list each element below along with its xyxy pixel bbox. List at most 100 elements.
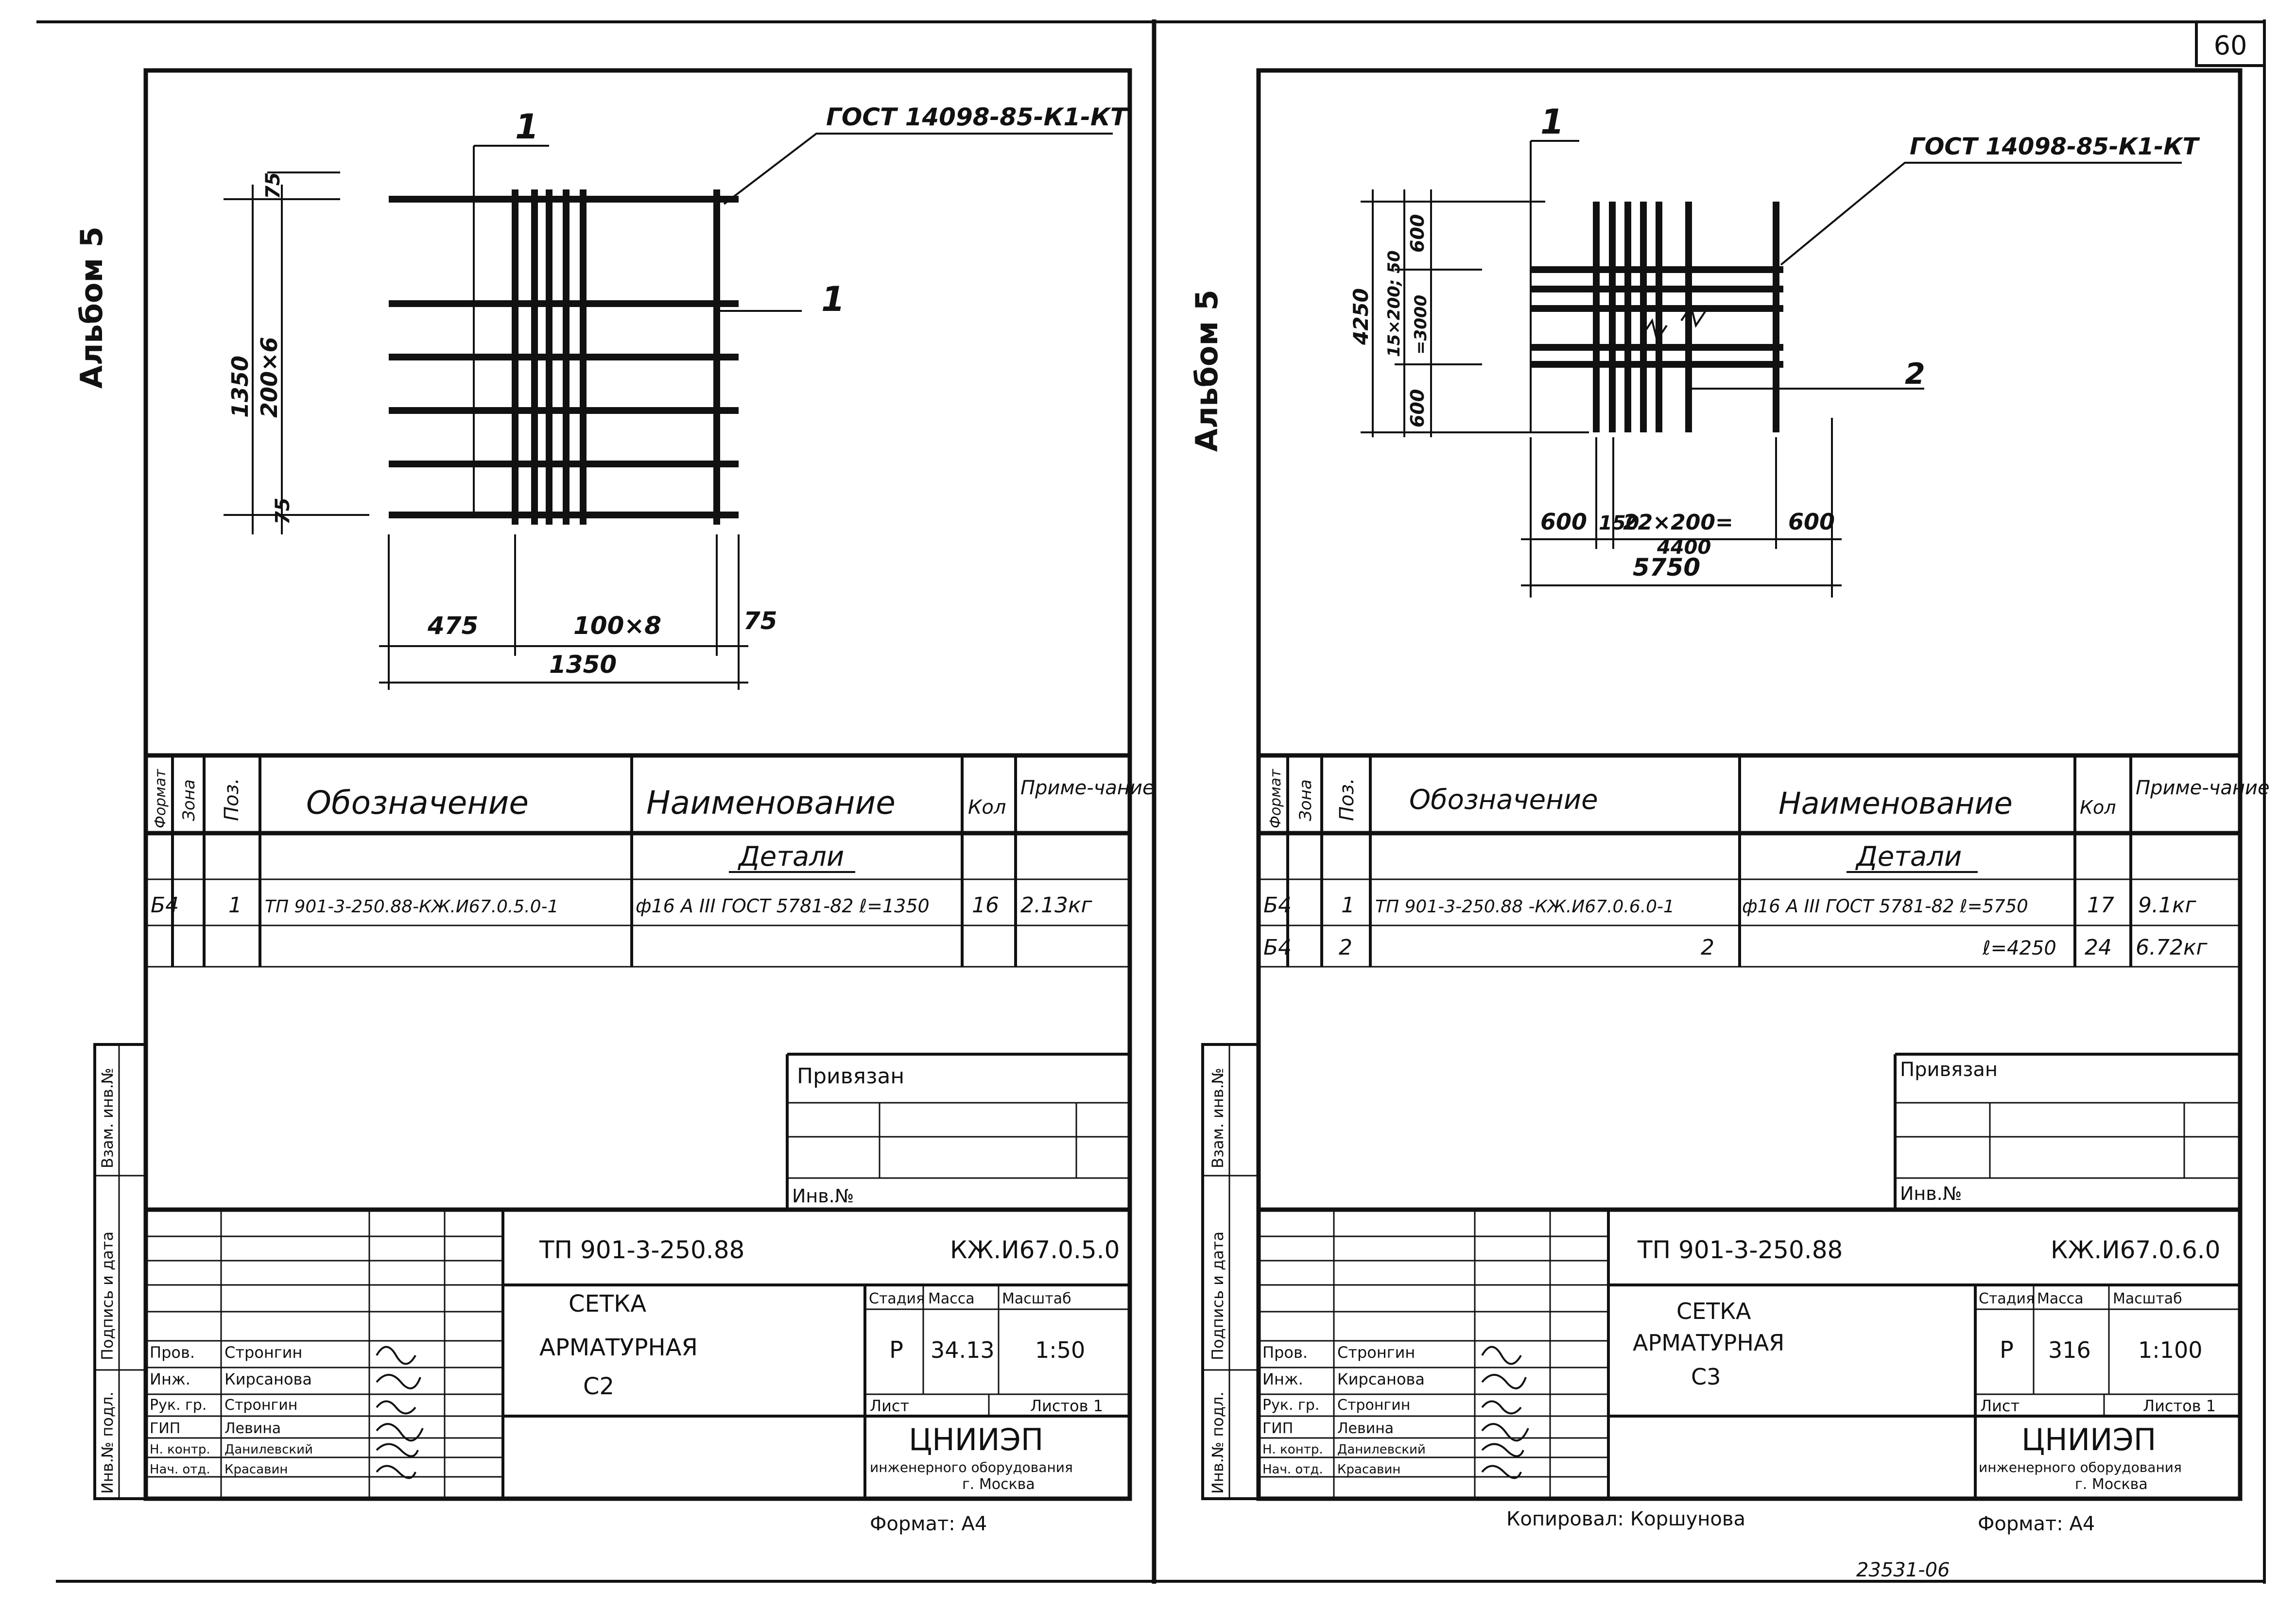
hdr-qty: Кол [2080,797,2116,818]
dim-h-spacing: 100×8 [573,612,661,640]
name-6: Красавин [1337,1462,1400,1477]
section-mark-top: 1 [1540,102,1564,142]
row-name: ф16 А III ГОСТ 5781-82 ℓ=1350 [636,895,930,917]
role-5: Н. контр. [1262,1442,1323,1457]
role-4: ГИП [150,1420,180,1437]
scale-value: 1:50 [1035,1337,1085,1363]
row-1-pos: 1 [1341,893,1355,918]
dim-v-top: 600 [1407,214,1428,253]
dim-h-right: 600 [1788,509,1835,535]
side-label-signature: Подпись и дата [1208,1232,1227,1360]
row-2-pos: 2 [1339,935,1352,960]
hdr-name: Наименование [646,784,896,821]
mass-label: Масса [2037,1290,2084,1307]
side-strip: Инв.№ подл. Подпись и дата Взам. инв.№ [93,1043,147,1500]
role-6: Нач. отд. [150,1462,210,1477]
mesh-drawing: 1 2 ГОСТ 14098-85-К1-КТ 4250 600 15×200;… [1349,102,2200,598]
role-2: Инж. [1262,1370,1303,1388]
name-3: Стронгин [1337,1397,1410,1414]
dim-h-gap: 150 [1599,512,1640,534]
title-line-3: С2 [583,1373,614,1400]
role-4: ГИП [1262,1420,1293,1437]
stage-label: Стадия [869,1290,925,1307]
name-4: Левина [1337,1420,1394,1437]
row-2-designation: 2 [1701,935,1714,960]
dim-h-right: 75 [743,607,777,635]
side-strip: Инв.№ подл. Подпись и дата Взам. инв.№ [1201,1043,1260,1500]
doc-code: ТП 901-3-250.88 [539,1236,744,1264]
dim-v-spacing: 15×200; 50 [1384,250,1404,357]
sheets-label: Листов 1 [1030,1397,1103,1415]
dim-v-top: 75 [262,172,284,199]
sheet-frame [143,68,1132,1501]
mass-value: 34.13 [931,1337,995,1363]
name-2: Кирсанова [1337,1370,1425,1388]
side-label-inv-podl: Инв.№ подл. [98,1391,117,1494]
org-sub: инженерного оборудования [1979,1459,2182,1475]
sheet-frame [1256,68,2243,1501]
row-1-note: 9.1кг [2138,893,2197,918]
dim-v-spacing-total: =3000 [1411,295,1431,355]
dim-v-total: 1350 [227,356,253,418]
section-mark-side: 2 [1905,357,1925,391]
sheet-2: Альбом 5 1 2 [1189,68,2270,1535]
org-city: г. Москва [2075,1476,2148,1493]
section-mark-side: 1 [821,279,845,319]
gost-label: ГОСТ 14098-85-К1-КТ [826,103,1129,131]
title-block: ТП 901-3-250.88 КЖ.И67.0.6.0 СЕТКА АРМАТ… [1259,1207,2240,1535]
spec-table: Формат Зона Поз. Обозначение Наименовани… [1259,753,2270,968]
row-pos: 1 [228,893,242,918]
name-3: Стронгин [224,1397,297,1414]
mass-label: Масса [928,1290,975,1307]
side-label-vzam: Взам. инв.№ [98,1068,117,1168]
title-line-2: АРМАТУРНАЯ [539,1334,698,1361]
stage-label: Стадия [1979,1290,2035,1307]
spec-table: Формат Зона Поз. Обозначение Наименовани… [146,753,1155,968]
row-2-name: ℓ=4250 [1982,937,2056,959]
page-number: 60 [2214,30,2247,61]
org-city: г. Москва [962,1476,1035,1493]
binding-label: Привязан [1900,1059,1998,1081]
row-note: 2.13кг [1020,893,1093,918]
title-line-1: СЕТКА [1676,1298,1751,1324]
stage-value: Р [889,1336,903,1364]
section-mark-top: 1 [515,107,539,147]
page-number-box: 60 [2195,20,2266,67]
hdr-designation: Обозначение [1409,784,1598,816]
album-label: Альбом 5 [74,226,109,389]
dim-h-total: 1350 [549,650,617,679]
stage-value: Р [2000,1336,2014,1364]
name-2: Кирсанова [224,1370,312,1388]
side-label-inv-podl: Инв.№ подл. [1208,1391,1227,1494]
row-designation: ТП 901-3-250.88-КЖ.И67.0.5.0-1 [265,897,559,917]
role-2: Инж. [150,1370,190,1388]
stamp-number: 23531-06 [1856,1559,1950,1581]
name-6: Красавин [224,1462,288,1477]
row-1-name: ф16 А III ГОСТ 5781-82 ℓ=5750 [1742,896,2028,917]
name-5: Данилевский [224,1442,313,1457]
mesh-drawing: 1 1 ГОСТ 14098-85-К1-КТ 1350 200×6 75 75… [224,103,1129,690]
format-label: Формат: А4 [1978,1513,2095,1535]
title-line-3: С3 [1691,1364,1721,1390]
side-label-vzam: Взам. инв.№ [1208,1068,1227,1168]
title-line-1: СЕТКА [569,1290,646,1317]
sheet-1: Альбом 5 1 1 ГОСТ 14098-8 [74,68,1155,1535]
binding-label: Привязан [797,1064,904,1089]
hdr-format: Формат [152,769,169,828]
section-details: Детали [737,841,844,872]
dim-h-spacing: 22×200= [1623,510,1733,535]
org-sub: инженерного оборудования [870,1459,1073,1475]
role-3: Рук. гр. [150,1397,207,1414]
scale-label: Масштаб [1002,1290,1071,1307]
mass-value: 316 [2048,1337,2091,1363]
title-block: ТП 901-3-250.88 КЖ.И67.0.5.0 СЕТКА АРМАТ… [146,1207,1130,1535]
name-4: Левина [224,1420,281,1437]
dim-h-left: 600 [1540,509,1587,535]
hdr-name: Наименование [1778,786,2013,821]
row-2-format: Б4 [1263,935,1292,960]
hdr-designation: Обозначение [306,784,529,821]
dim-h-left: 475 [427,612,478,640]
binding-block: Привязан Инв.№ [786,1053,1130,1210]
row-1-qty: 17 [2087,893,2114,918]
